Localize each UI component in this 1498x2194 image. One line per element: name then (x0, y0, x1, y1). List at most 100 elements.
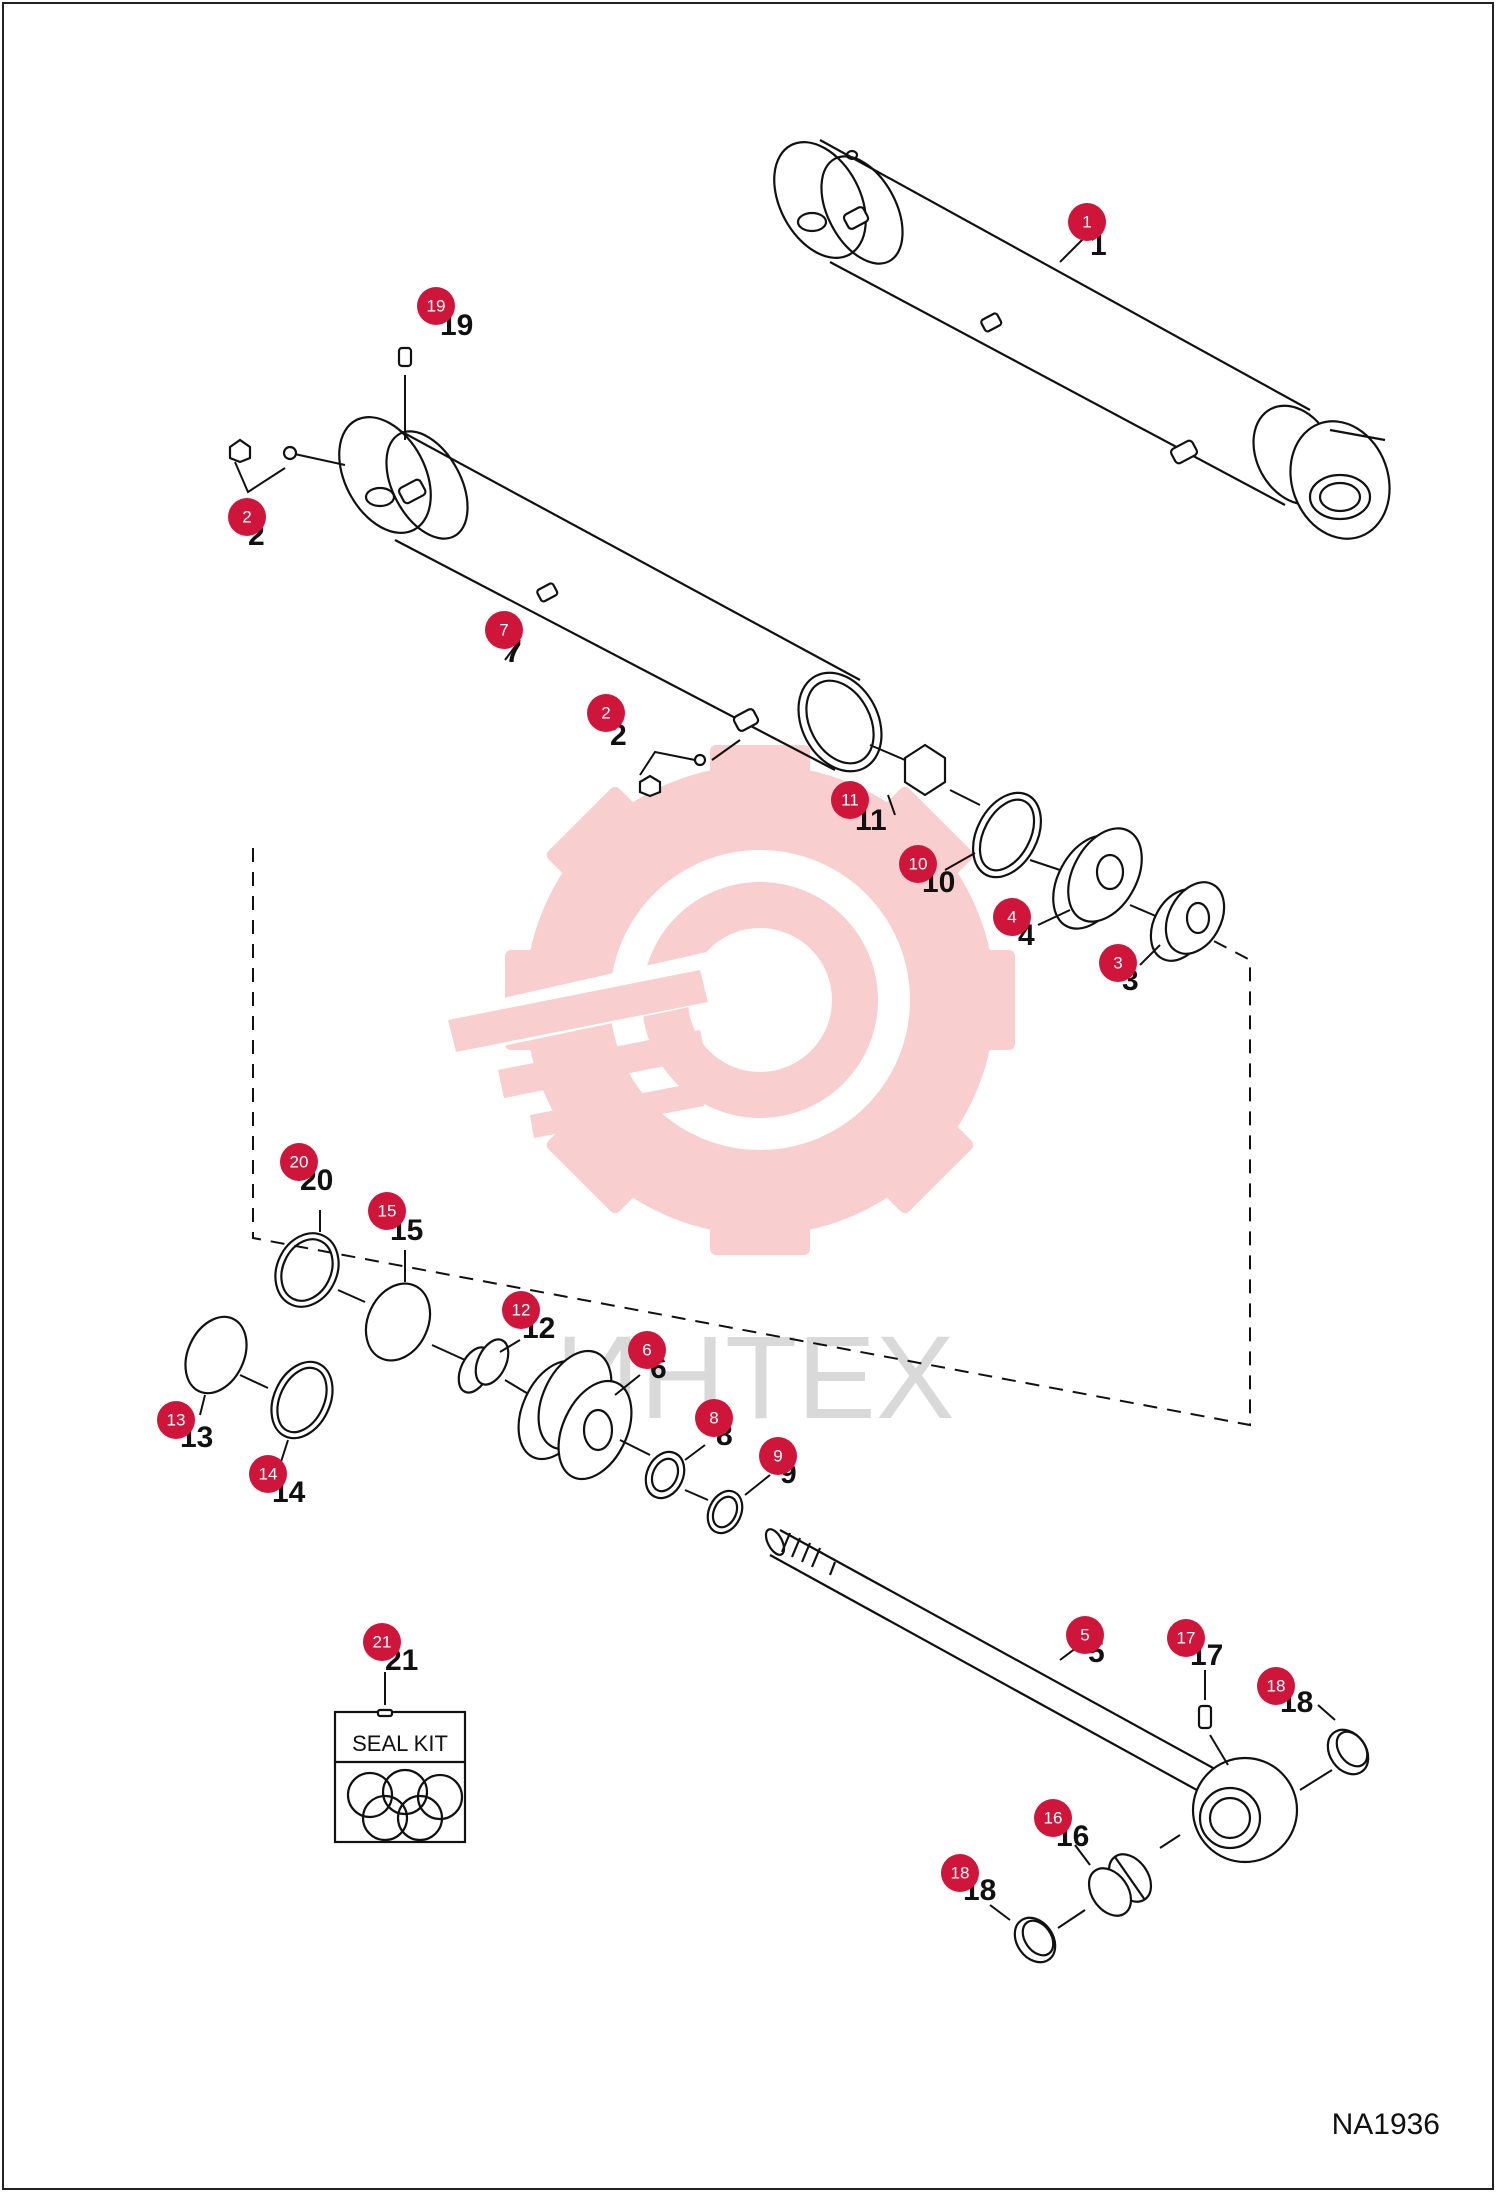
callout-c9: 99 (759, 1437, 797, 1490)
piston (1052, 827, 1143, 930)
callout-badge (485, 611, 523, 649)
callout-badge (628, 1331, 666, 1369)
callout-c4: 44 (993, 898, 1035, 952)
leader-line-10 (944, 852, 976, 871)
seal-ring-20 (274, 1232, 340, 1308)
piston-seal-ring (972, 791, 1042, 879)
callout-badge-number: 13 (167, 1411, 186, 1430)
leader-line-3 (1139, 944, 1161, 966)
callout-badge-number: 2 (242, 508, 251, 527)
piston-rod (764, 1528, 1299, 1864)
callout-badge-number: 19 (427, 297, 446, 316)
watermark-gear-icon (448, 745, 1015, 1255)
callout-badge-number: 18 (1267, 1677, 1286, 1696)
callout-badge (157, 1401, 195, 1439)
cylinder-head (517, 1349, 633, 1481)
callout-badge (363, 1623, 401, 1661)
callout-badge (249, 1455, 287, 1493)
wiper-ring-18b (1013, 1916, 1057, 1964)
callout-badge-number: 5 (1080, 1626, 1089, 1645)
lock-nut (903, 743, 947, 797)
piston-bushing (1149, 881, 1226, 962)
seal-kit-package (333, 1708, 467, 1844)
seal-kit-label: SEAL KIT (352, 1731, 448, 1756)
grease-fitting-top (397, 346, 413, 368)
callout-badge (1167, 1619, 1205, 1657)
callout-badge-number: 3 (1113, 954, 1122, 973)
callout-badge (587, 694, 625, 732)
callout-badge-number: 4 (1007, 908, 1016, 927)
callout-badge-number: 15 (378, 1202, 397, 1221)
grease-fitting-17 (1197, 1704, 1213, 1730)
leader-line-6 (614, 1374, 641, 1396)
callout-badge (759, 1437, 797, 1475)
callout-badge-number: 2 (601, 704, 610, 723)
leader-line-11 (887, 794, 896, 816)
callout-badge (1034, 1799, 1072, 1837)
callout-badge-number: 17 (1177, 1629, 1196, 1648)
o-ring-fitting-2a (282, 445, 298, 461)
callout-badge (899, 845, 937, 883)
callout-badge-number: 14 (259, 1465, 278, 1484)
callout-badge-number: 20 (290, 1153, 309, 1172)
callout-badge-number: 11 (841, 791, 859, 810)
callout-c2b: 22 (587, 694, 627, 752)
seal-ring-14 (270, 1360, 334, 1440)
seal-ring-13 (184, 1315, 248, 1395)
rod-eye-bushing (1087, 1853, 1153, 1917)
callout-c1: 11 (1068, 203, 1107, 262)
alignment-dashed-line (252, 848, 1251, 1427)
callout-badge-number: 1 (1082, 213, 1091, 232)
callout-badge (280, 1143, 318, 1181)
leader-line-2b (711, 739, 741, 761)
rod-seal-8 (644, 1450, 686, 1500)
leader-line-12 (499, 1339, 521, 1353)
leader-line-16 (1074, 1844, 1091, 1866)
callout-badge (1099, 944, 1137, 982)
o-ring-fitting-2b (693, 753, 707, 767)
callout-badge (502, 1291, 540, 1329)
drawing-id-label: NA1936 (1331, 2108, 1440, 2141)
leader-fork-2a (234, 461, 286, 494)
callout-c2a: 22 (228, 498, 266, 552)
leader-line-2a (289, 452, 346, 466)
callout-badge-number: 16 (1044, 1809, 1063, 1828)
callout-c3: 33 (1099, 944, 1139, 997)
callout-c7: 77 (485, 611, 523, 669)
plug-fitting-2b (638, 774, 662, 798)
callout-badge-number: 8 (709, 1409, 718, 1428)
callout-badge-number: 21 (373, 1633, 392, 1652)
callout-badge (993, 898, 1031, 936)
seal-ring-15 (364, 1282, 432, 1362)
leader-fork-2b (639, 750, 696, 776)
leader-line-18a (1317, 1704, 1336, 1721)
callout-badge (417, 287, 455, 325)
leader-line-9 (744, 1474, 771, 1496)
callout-badge (1257, 1667, 1295, 1705)
leader-line-18b (989, 1904, 1011, 1921)
cylinder-barrel (338, 416, 883, 773)
callout-badge (1068, 203, 1106, 241)
callout-c5: 55 (1066, 1616, 1105, 1669)
callout-badge (1066, 1616, 1104, 1654)
callout-badge-number: 6 (642, 1341, 651, 1360)
callout-badge (941, 1854, 979, 1892)
callout-layer: 1119192277221111101044332020151512126688… (157, 203, 1313, 1907)
callout-badge (228, 498, 266, 536)
callout-badge (695, 1399, 733, 1437)
leader-line-8 (684, 1444, 706, 1461)
callout-badge-number: 12 (512, 1301, 531, 1320)
callout-badge-number: 7 (499, 621, 508, 640)
